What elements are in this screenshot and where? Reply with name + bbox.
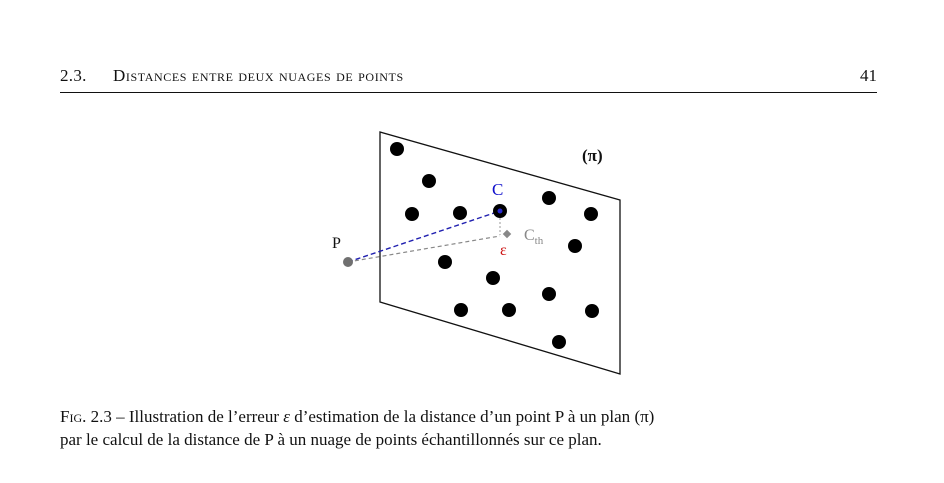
figure-plane-point-cloud: (π) C Cth ε P (300, 118, 660, 388)
cloud-point (486, 271, 500, 285)
cloud-point (552, 335, 566, 349)
caption-line-2: par le calcul de la distance de P à un n… (60, 430, 602, 449)
plane-label: (π) (582, 146, 603, 165)
point-c-label: C (492, 180, 503, 199)
caption-label: Fig. 2.3 (60, 407, 112, 426)
line-p-to-c (347, 210, 501, 263)
cloud-point (568, 239, 582, 253)
cloud-point (584, 207, 598, 221)
cloud-point (585, 304, 599, 318)
cloud-point (405, 207, 419, 221)
cloud-point (453, 206, 467, 220)
point-p-label: P (332, 235, 341, 252)
section-title: Distances entre deux nuages de points (113, 66, 404, 85)
cloud-point (542, 191, 556, 205)
point-cth-subscript: th (535, 235, 544, 247)
figure-svg: (π) C Cth ε P (332, 131, 621, 375)
point-c-center (497, 208, 503, 214)
section-number: 2.3. (60, 66, 87, 85)
point-cth-label: Cth (524, 227, 544, 247)
cloud-point (542, 287, 556, 301)
cloud-point (502, 303, 516, 317)
point-cth-marker (502, 229, 512, 239)
cloud-point (422, 174, 436, 188)
running-head: 2.3. Distances entre deux nuages de poin… (60, 66, 877, 93)
caption-pi: (π) (634, 407, 655, 426)
cloud-point (438, 255, 452, 269)
page-number: 41 (860, 66, 877, 85)
point-p (343, 257, 353, 267)
caption-text-1: Illustration de l’erreur (128, 407, 284, 426)
caption-epsilon: ε (283, 407, 290, 426)
epsilon-label: ε (500, 242, 507, 259)
caption-text-2: d’estimation de la distance d’un point P… (289, 407, 635, 426)
cloud-point (390, 142, 404, 156)
figure-caption: Fig. 2.3 – Illustration de l’erreur ε d’… (60, 405, 880, 451)
caption-dash: – (111, 407, 129, 426)
plane-outline (379, 131, 621, 375)
cloud-point (454, 303, 468, 317)
line-p-to-cth (347, 235, 501, 263)
